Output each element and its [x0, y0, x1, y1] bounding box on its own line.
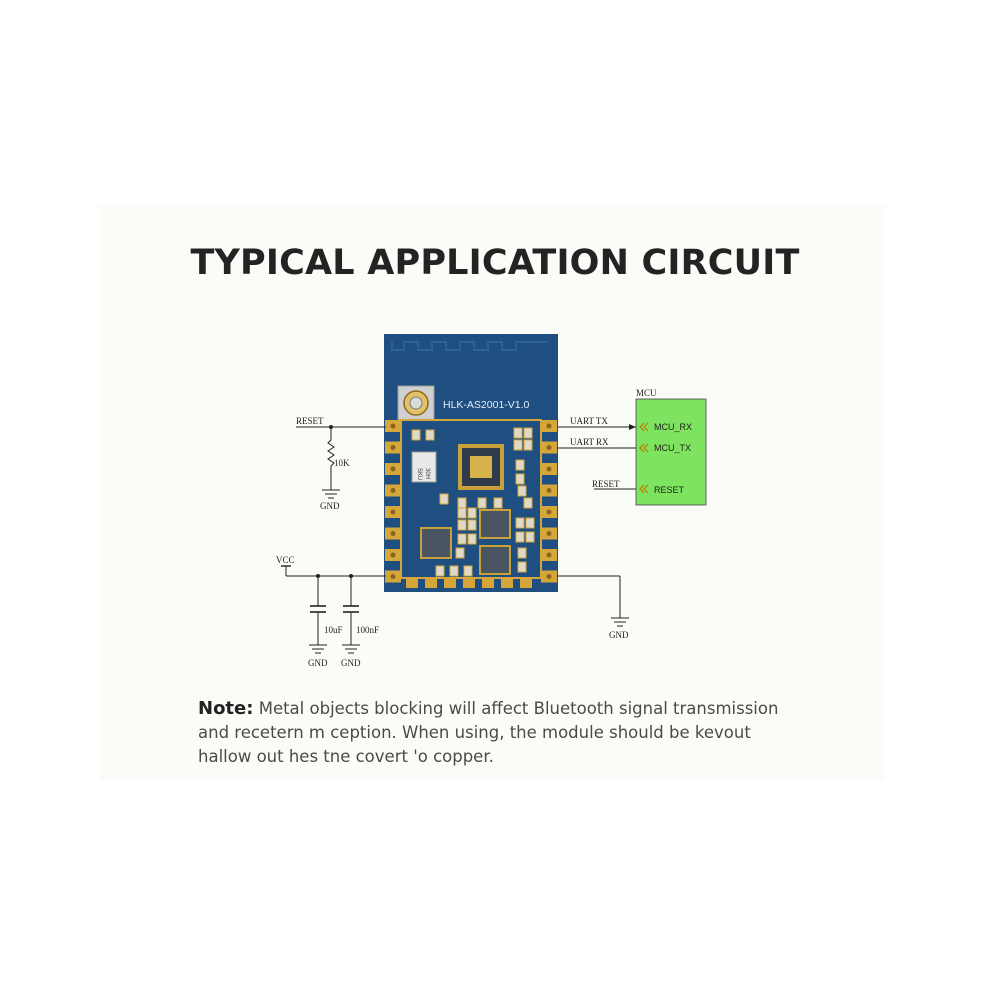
vcc-label: VCC [276, 555, 295, 565]
antenna-connector [397, 385, 435, 421]
smd-component [523, 497, 533, 509]
note-line-3: hallow out hes tne covert 'o copper. [198, 747, 494, 766]
crystal-marking-2: 30H [424, 468, 430, 479]
smd-component [467, 519, 477, 531]
smd-component [517, 561, 527, 573]
module-label: HLK-AS2001-V1.0 [443, 399, 530, 411]
mcu-pin-tx: MCU_TX [654, 443, 691, 453]
smd-component [457, 507, 467, 519]
crystal-marking-1: SKU [416, 468, 422, 480]
left-pads [385, 420, 401, 583]
main-chip [458, 444, 504, 490]
antenna-trace [391, 341, 548, 351]
cap2-label: 100nF [356, 625, 379, 635]
gnd-label-resistor: GND [320, 501, 340, 511]
smd-component [457, 519, 467, 531]
smd-component [477, 497, 487, 509]
chip-bottom [479, 545, 511, 575]
reset-label-left: RESET [296, 416, 324, 426]
uart-rx-label: UART RX [570, 437, 609, 447]
smd-component [463, 565, 473, 577]
smd-component [515, 473, 525, 485]
smd-component [515, 531, 525, 543]
smd-component [439, 493, 449, 505]
smd-component [455, 547, 465, 559]
gnd-label-cap1: GND [308, 658, 328, 668]
wires [285, 426, 636, 645]
right-pads [541, 420, 557, 583]
cap1-label: 10uF [324, 625, 343, 635]
smd-component [515, 517, 525, 529]
smd-component [493, 497, 503, 509]
smd-component [517, 547, 527, 559]
smd-component [513, 427, 523, 439]
crystal: SKU 30H [411, 451, 437, 483]
uart-tx-label: UART TX [570, 416, 608, 426]
junctions [316, 425, 353, 578]
chip-middle [479, 509, 511, 539]
capacitors [310, 605, 359, 613]
smd-component [457, 533, 467, 545]
smd-component [525, 517, 535, 529]
pin-chevrons [639, 422, 649, 494]
smd-component [457, 497, 467, 509]
note-line-2: and recetern m ception. When using, the … [198, 723, 751, 742]
bottom-pad [425, 578, 437, 588]
smd-component [411, 429, 421, 441]
bottom-pad [501, 578, 513, 588]
mcu-pin-reset: RESET [654, 485, 685, 495]
bottom-pad [482, 578, 494, 588]
bottom-pad [520, 578, 532, 588]
signal-arrows [629, 424, 636, 430]
gnd-label-cap2: GND [341, 658, 361, 668]
smd-component [435, 565, 445, 577]
smd-component [513, 439, 523, 451]
note-text: Note: Metal objects blocking will affect… [198, 697, 798, 769]
note-line-1: Metal objects blocking will affect Bluet… [258, 699, 779, 718]
note-label: Note: [198, 698, 254, 719]
smd-component [515, 459, 525, 471]
bottom-pad [406, 578, 418, 588]
gnd-symbols [309, 489, 629, 654]
passive-components [411, 427, 535, 577]
page-title: TYPICAL APPLICATION CIRCUIT [190, 243, 800, 283]
bluetooth-module: HLK-AS2001-V1.0 SKU 30H [384, 334, 558, 592]
bottom-pad [444, 578, 456, 588]
smd-component [523, 427, 533, 439]
gnd-label-right: GND [609, 630, 629, 640]
smd-component [425, 429, 435, 441]
mcu-title: MCU [636, 388, 657, 398]
mcu-block: MCU MCU_RX MCU_TX RESET [629, 388, 707, 506]
reset-label-right: RESET [592, 479, 620, 489]
smd-component [523, 439, 533, 451]
smd-component [449, 565, 459, 577]
bottom-pads [406, 578, 532, 588]
smd-component [467, 533, 477, 545]
smd-component [517, 485, 527, 497]
smd-component [467, 507, 477, 519]
smd-component [525, 531, 535, 543]
chip-left [420, 527, 452, 559]
bottom-pad [463, 578, 475, 588]
mcu-pin-rx: MCU_RX [654, 422, 692, 432]
resistor-label: 10K [334, 458, 350, 468]
